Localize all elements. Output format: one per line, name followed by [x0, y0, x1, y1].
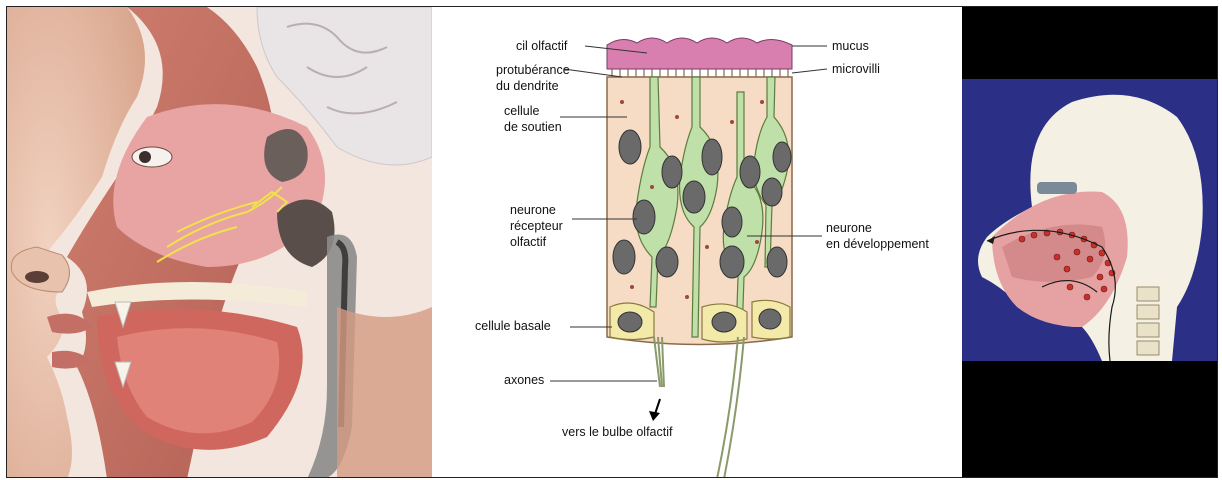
label-cellule-soutien-1: cellule	[504, 104, 539, 119]
label-cellule-basale: cellule basale	[475, 319, 551, 334]
nasal-passage-diagram	[962, 7, 1217, 477]
label-cellule-soutien-2: de soutien	[504, 120, 562, 135]
label-neurone-recepteur-1: neurone	[510, 203, 556, 218]
label-neurone-recepteur-2: récepteur	[510, 219, 563, 234]
mucus-layer	[607, 38, 792, 69]
label-axones: axones	[504, 373, 544, 388]
label-protuberance-1: protubérance	[496, 63, 570, 78]
figure-frame: cil olfactif protubérance du dendrite ce…	[6, 6, 1218, 478]
head-section-illustration	[7, 7, 432, 477]
nasal-passage-drawing	[962, 7, 1217, 477]
label-neurone-dev-1: neurone	[826, 221, 872, 236]
head-section-drawing	[7, 7, 432, 477]
label-mucus: mucus	[832, 39, 869, 54]
label-microvilli: microvilli	[832, 62, 880, 77]
label-cil-olfactif: cil olfactif	[516, 39, 567, 54]
label-neurone-dev-2: en développement	[826, 237, 929, 252]
label-vers-bulbe: vers le bulbe olfactif	[562, 425, 672, 440]
label-neurone-recepteur-3: olfactif	[510, 235, 546, 250]
label-protuberance-2: du dendrite	[496, 79, 559, 94]
olfactory-epithelium-diagram: cil olfactif protubérance du dendrite ce…	[432, 7, 962, 477]
